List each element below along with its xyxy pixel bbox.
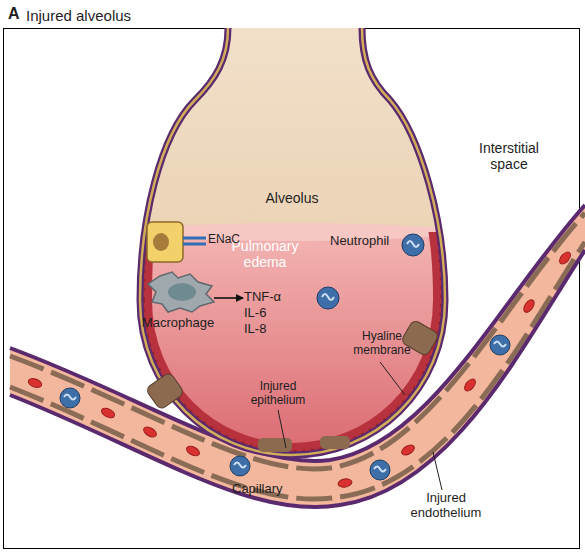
- cell-nucleus: [153, 233, 169, 251]
- injured-cell: [320, 436, 350, 449]
- capillary-label: Capillary: [232, 482, 283, 497]
- injured-cell: [258, 438, 292, 452]
- capillary-wall: [10, 205, 585, 461]
- region-label: Interstitial space: [468, 140, 550, 172]
- neutrophils: [60, 335, 510, 480]
- panel-letter: A: [8, 5, 20, 23]
- capillary-lumen: [10, 205, 585, 507]
- cytokine-label: IL-6: [244, 306, 266, 321]
- alveolus-label: Alveolus: [257, 190, 327, 206]
- epithelial-cell: [147, 222, 183, 262]
- alveolar-wall: [140, 28, 445, 455]
- structure-label: Hyaline membrane: [343, 330, 421, 358]
- macrophage-nucleus: [168, 283, 196, 301]
- macrophage-body: [148, 272, 214, 312]
- cytokine-label: TNF-α: [244, 290, 281, 305]
- injured-cell: [145, 372, 184, 411]
- hyaline-membrane: [140, 232, 445, 455]
- neutrophil-nucleus: [407, 241, 419, 247]
- macrophage-label: Macrophage: [128, 316, 228, 331]
- panel-title: Injured alveolus: [26, 7, 131, 24]
- neutrophil: [402, 234, 424, 256]
- structure-label: Injured epithelium: [238, 380, 318, 408]
- channel-label: ENaC: [208, 233, 240, 247]
- neutrophil-nucleus: [322, 294, 334, 300]
- neutrophil: [317, 287, 339, 309]
- cytokine-label: IL-8: [244, 322, 266, 337]
- capillary-wall: [10, 250, 585, 507]
- red-blood-cells: [27, 250, 573, 488]
- macrophage-node: Macrophage: [128, 268, 228, 334]
- structure-label: Injured endothelium: [402, 491, 490, 521]
- hyaline-texture: [140, 232, 445, 455]
- epithelium-line: [140, 28, 445, 455]
- cell-label: Neutrophil: [330, 234, 389, 249]
